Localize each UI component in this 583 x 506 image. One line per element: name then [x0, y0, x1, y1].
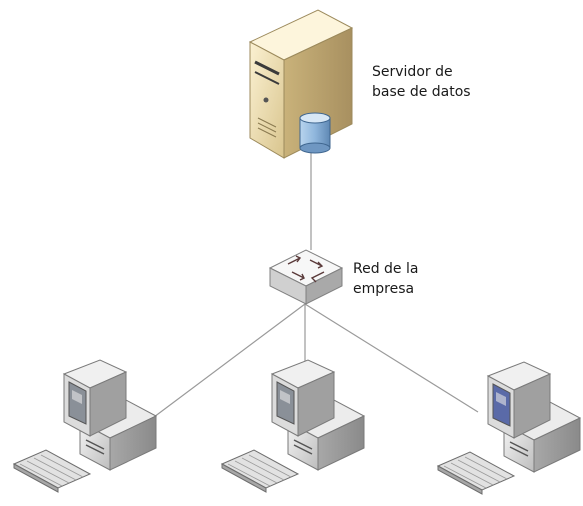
- client-computers: [12, 359, 582, 495]
- computer-icon: [12, 359, 158, 493]
- keyboard-icon: [436, 451, 516, 495]
- link-switch-client-right: [304, 303, 479, 413]
- keyboard-icon: [220, 449, 300, 493]
- server-label: Servidor de base de datos: [372, 62, 471, 102]
- network-links: [149, 152, 479, 421]
- network-switch-icon: [268, 249, 344, 305]
- computer-icon: [436, 361, 582, 495]
- link-switch-client-left: [149, 303, 306, 421]
- computer-icon: [220, 359, 366, 493]
- switch-label-line1: Red de la: [353, 261, 419, 277]
- keyboard-icon: [12, 449, 92, 493]
- server-label-line2: base de datos: [372, 84, 471, 100]
- switch-label: Red de la empresa: [353, 259, 418, 299]
- database-icon: [299, 112, 331, 154]
- server-label-line1: Servidor de: [372, 64, 453, 80]
- switch-label-line2: empresa: [353, 281, 415, 297]
